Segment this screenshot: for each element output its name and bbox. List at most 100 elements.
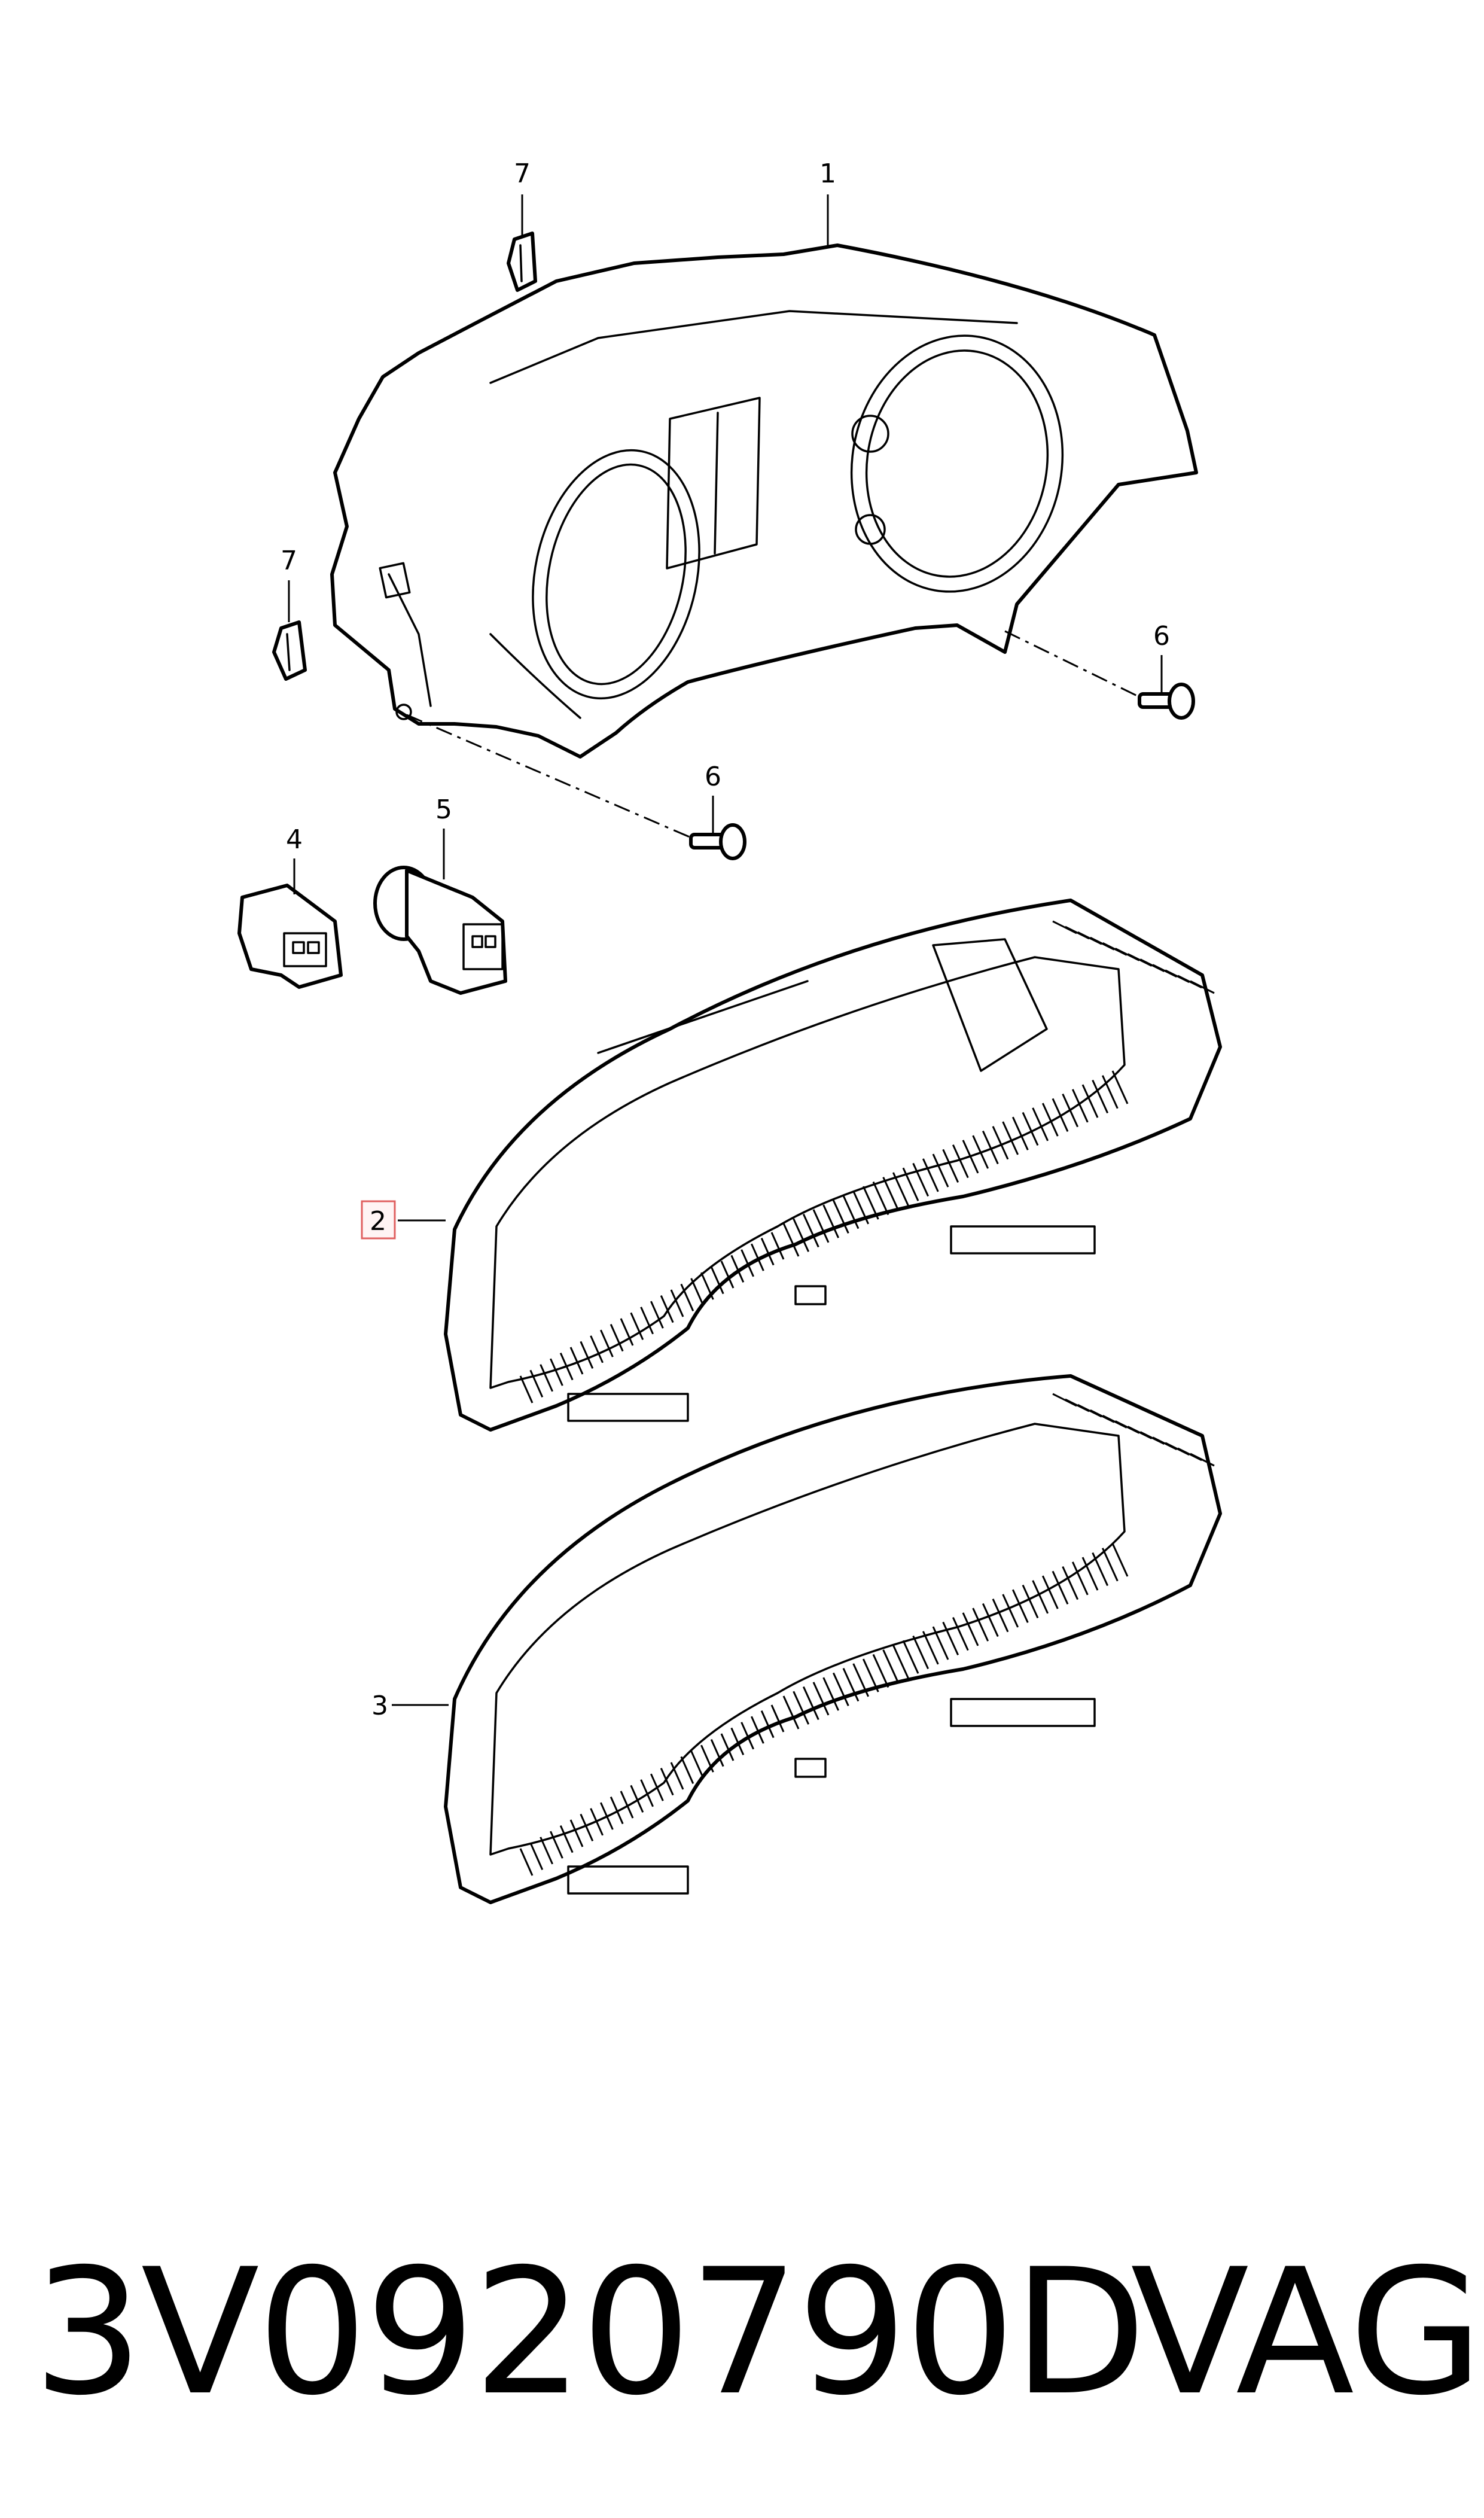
- callout-2: 2: [361, 1200, 396, 1240]
- callout-4: 4: [286, 824, 303, 855]
- hatch-stroke: [660, 1767, 674, 1796]
- hatch-stroke: [710, 1266, 724, 1295]
- hatch-stroke: [690, 1278, 704, 1306]
- hatch-stroke: [1002, 1594, 1019, 1628]
- hatch-stroke: [741, 1249, 754, 1277]
- hatch-stroke: [802, 1686, 819, 1721]
- hatch-stroke: [872, 1181, 889, 1216]
- svg-text:1: 1: [819, 159, 836, 189]
- hatch-stroke: [872, 1654, 889, 1688]
- hatch-stroke: [793, 1691, 810, 1725]
- part-7-clip-a: [507, 232, 537, 292]
- hatch-stroke: [550, 1831, 563, 1859]
- part-4-connector: [237, 884, 343, 989]
- hatch-stroke: [690, 1750, 704, 1779]
- hatch-stroke: [741, 1722, 754, 1750]
- hatch-stroke: [670, 1762, 684, 1790]
- hatch-stroke: [922, 1158, 939, 1192]
- hatch-stroke: [610, 1323, 624, 1352]
- hatch-stroke: [540, 1837, 553, 1865]
- hatch-stroke: [580, 1813, 594, 1842]
- hatch-stroke: [942, 1149, 959, 1183]
- hatch-stroke: [519, 1375, 534, 1403]
- hatch-stroke: [882, 1649, 900, 1683]
- hatch-stroke: [922, 1631, 939, 1665]
- hatch-stroke: [1052, 1098, 1069, 1132]
- hatch-stroke: [882, 1177, 900, 1211]
- hatch-stroke: [770, 1232, 785, 1260]
- hatch-stroke: [852, 1191, 870, 1225]
- hatch-stroke: [770, 1704, 785, 1733]
- hatch-stroke: [1022, 1584, 1039, 1619]
- hatch-stroke: [1081, 1084, 1099, 1118]
- hatch-stroke: [630, 1312, 644, 1341]
- svg-text:4: 4: [286, 824, 303, 855]
- callout-7a: 7: [514, 159, 531, 189]
- hatch-stroke: [812, 1682, 830, 1716]
- hatch-stroke: [620, 1791, 634, 1819]
- hatch-stroke: [962, 1612, 979, 1646]
- hatch-stroke: [992, 1599, 1009, 1633]
- hatch-stroke: [982, 1130, 999, 1165]
- svg-text:6: 6: [705, 762, 721, 792]
- hatch-stroke: [630, 1785, 644, 1813]
- part-3-display-cover: [444, 1374, 1222, 1904]
- part-6-screw-a: [1138, 683, 1195, 720]
- hatch-stroke: [519, 1848, 534, 1876]
- hatch-stroke: [1002, 1121, 1019, 1155]
- hatch-stroke: [600, 1329, 614, 1357]
- hatch-stroke: [972, 1135, 989, 1169]
- callout-5: 5: [435, 794, 452, 825]
- hatch-stroke: [782, 1695, 800, 1730]
- hatch-stroke: [559, 1352, 574, 1381]
- hatch-stroke: [892, 1645, 909, 1679]
- hatch-stroke: [680, 1283, 694, 1312]
- hatch-stroke: [1190, 980, 1215, 994]
- callout-7b: 7: [281, 546, 297, 576]
- hatch-stroke: [600, 1802, 614, 1830]
- hatch-stroke: [529, 1842, 544, 1871]
- hatch-stroke: [1111, 1070, 1129, 1104]
- hatch-stroke: [1071, 1089, 1089, 1123]
- hatch-stroke: [982, 1603, 999, 1637]
- hatch-stroke: [1041, 1103, 1059, 1137]
- part-7-clip-b: [272, 620, 307, 681]
- svg-text:7: 7: [514, 159, 531, 189]
- hatch-stroke: [559, 1825, 574, 1853]
- hatch-stroke: [650, 1773, 664, 1801]
- hatch-stroke: [942, 1621, 959, 1655]
- hatch-stroke: [620, 1318, 634, 1346]
- hatch-stroke: [1101, 1548, 1119, 1582]
- assembly-line-screw-a: [1004, 630, 1140, 698]
- hatch-stroke: [1071, 1561, 1089, 1596]
- hatch-stroke: [992, 1126, 1009, 1160]
- hatch-stroke: [962, 1140, 979, 1174]
- hatch-stroke: [720, 1733, 735, 1761]
- hatch-stroke: [710, 1738, 724, 1767]
- hatch-stroke: [529, 1369, 544, 1398]
- callout-6a: 6: [1153, 621, 1170, 651]
- hatch-stroke: [540, 1364, 553, 1392]
- part-number-caption: 3V0920790D: [33, 2232, 1147, 2434]
- hatch-stroke: [730, 1255, 745, 1283]
- svg-text:6: 6: [1153, 621, 1170, 651]
- hatch-stroke: [932, 1626, 949, 1660]
- part-1-instrument-cluster-housing: [330, 243, 1198, 759]
- hatch-stroke: [812, 1209, 830, 1243]
- hatch-stroke: [640, 1307, 654, 1335]
- hatch-stroke: [852, 1663, 870, 1697]
- hatch-stroke: [1032, 1107, 1049, 1141]
- hatch-stroke: [670, 1289, 684, 1317]
- hatch-stroke: [842, 1668, 860, 1702]
- hatch-stroke: [802, 1213, 819, 1248]
- hatch-stroke: [842, 1195, 860, 1229]
- hatch-stroke: [760, 1237, 775, 1266]
- part-2-bezel-hatching: [519, 920, 1215, 1403]
- hatch-stroke: [730, 1727, 745, 1756]
- hatch-stroke: [932, 1153, 949, 1188]
- hatch-stroke: [1081, 1557, 1099, 1591]
- hatch-stroke: [1111, 1543, 1129, 1577]
- hatch-stroke: [1062, 1566, 1079, 1600]
- hatch-stroke: [1101, 1075, 1119, 1109]
- hatch-stroke: [700, 1744, 714, 1773]
